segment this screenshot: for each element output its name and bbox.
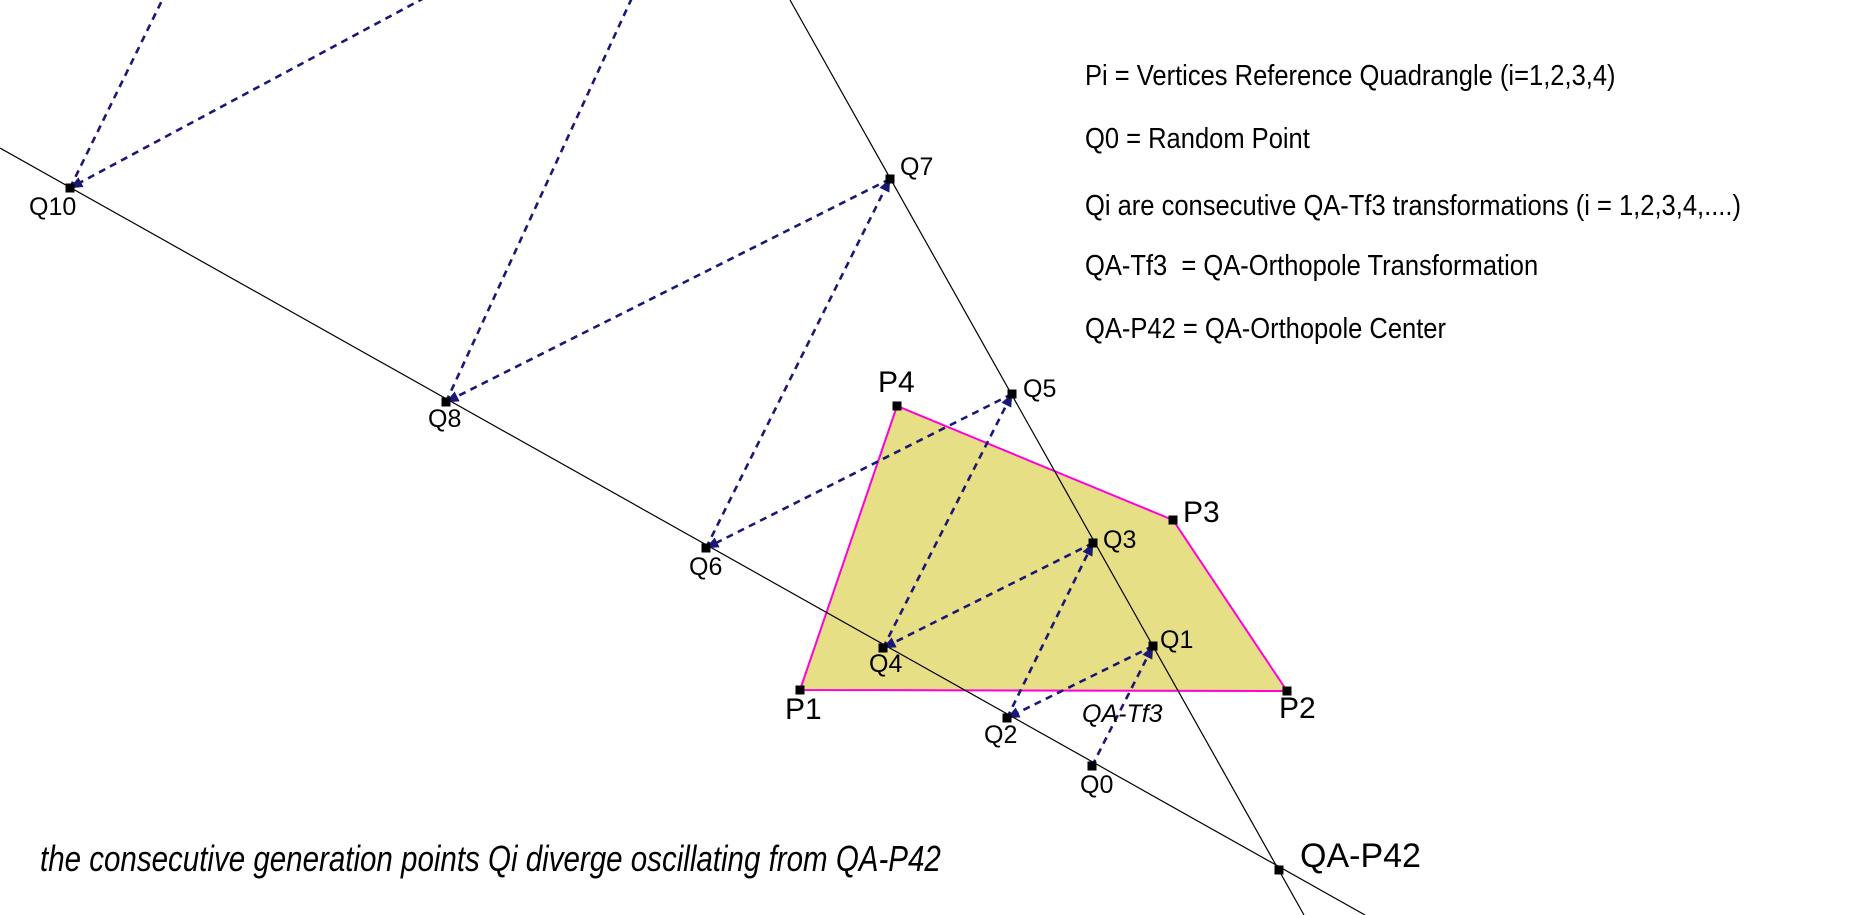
legend-line-3: Qi are consecutive QA-Tf3 transformation… — [1085, 190, 1741, 222]
label-Q3: Q3 — [1103, 526, 1137, 554]
point-Q7 — [885, 174, 895, 184]
point-P1 — [795, 685, 805, 695]
point-Q4 — [878, 643, 888, 653]
odd-points-line — [789, 0, 1305, 915]
legend-line-2: Q0 = Random Point — [1085, 123, 1310, 155]
label-Q5: Q5 — [1023, 375, 1057, 403]
arrow-Q10-Q11 — [68, 0, 164, 189]
point-Q3 — [1088, 538, 1098, 548]
arrow-Q4-Q5 — [881, 393, 1014, 649]
label-Q6: Q6 — [689, 553, 723, 581]
label-P3: P3 — [1183, 496, 1220, 529]
point-Q8 — [441, 397, 451, 407]
point-P2 — [1282, 686, 1292, 696]
point-Q1 — [1148, 641, 1158, 651]
label-QA-P42: QA-P42 — [1300, 837, 1421, 875]
label-Q10: Q10 — [29, 193, 77, 221]
legend-line-1: Pi = Vertices Reference Quadrangle (i=1,… — [1085, 60, 1616, 92]
arrow-Q3-Q4 — [882, 541, 1094, 650]
point-Q2 — [1002, 713, 1012, 723]
label-Q1: Q1 — [1160, 626, 1194, 654]
arrow-Q6-Q7 — [704, 178, 892, 549]
reference-quadrangle — [798, 404, 1289, 693]
legend-line-4: QA-Tf3 = QA-Orthopole Transformation — [1085, 250, 1539, 282]
point-Q0 — [1087, 761, 1097, 771]
point-Q6 — [701, 543, 711, 553]
caption: the consecutive generation points Qi div… — [40, 838, 941, 879]
label-P2: P2 — [1279, 692, 1316, 725]
label-Q8: Q8 — [428, 405, 462, 433]
label-Q2: Q2 — [984, 721, 1018, 749]
point-P4 — [892, 401, 902, 411]
legend-line-5: QA-P42 = QA-Orthopole Center — [1085, 313, 1447, 345]
even-points-line — [0, 147, 1366, 915]
label-P1: P1 — [785, 693, 822, 726]
point-Q5 — [1007, 389, 1017, 399]
arrow-Q7-Q8 — [445, 177, 891, 404]
point-Q10 — [65, 183, 75, 193]
label-Q0: Q0 — [1080, 771, 1114, 799]
arrow-Q9-Q10 — [69, 0, 424, 190]
arrow-Q8-Q9 — [444, 0, 633, 403]
point-P3 — [1168, 515, 1178, 525]
arrow-Q0-Q1 — [1090, 645, 1155, 767]
arrow-Q1-Q2 — [1006, 644, 1154, 720]
label-P4: P4 — [878, 366, 915, 399]
point-QA-P42 — [1274, 865, 1284, 875]
label-QA-Tf3: QA-Tf3 — [1082, 700, 1163, 728]
label-Q4: Q4 — [869, 650, 903, 678]
label-Q7: Q7 — [900, 153, 934, 181]
